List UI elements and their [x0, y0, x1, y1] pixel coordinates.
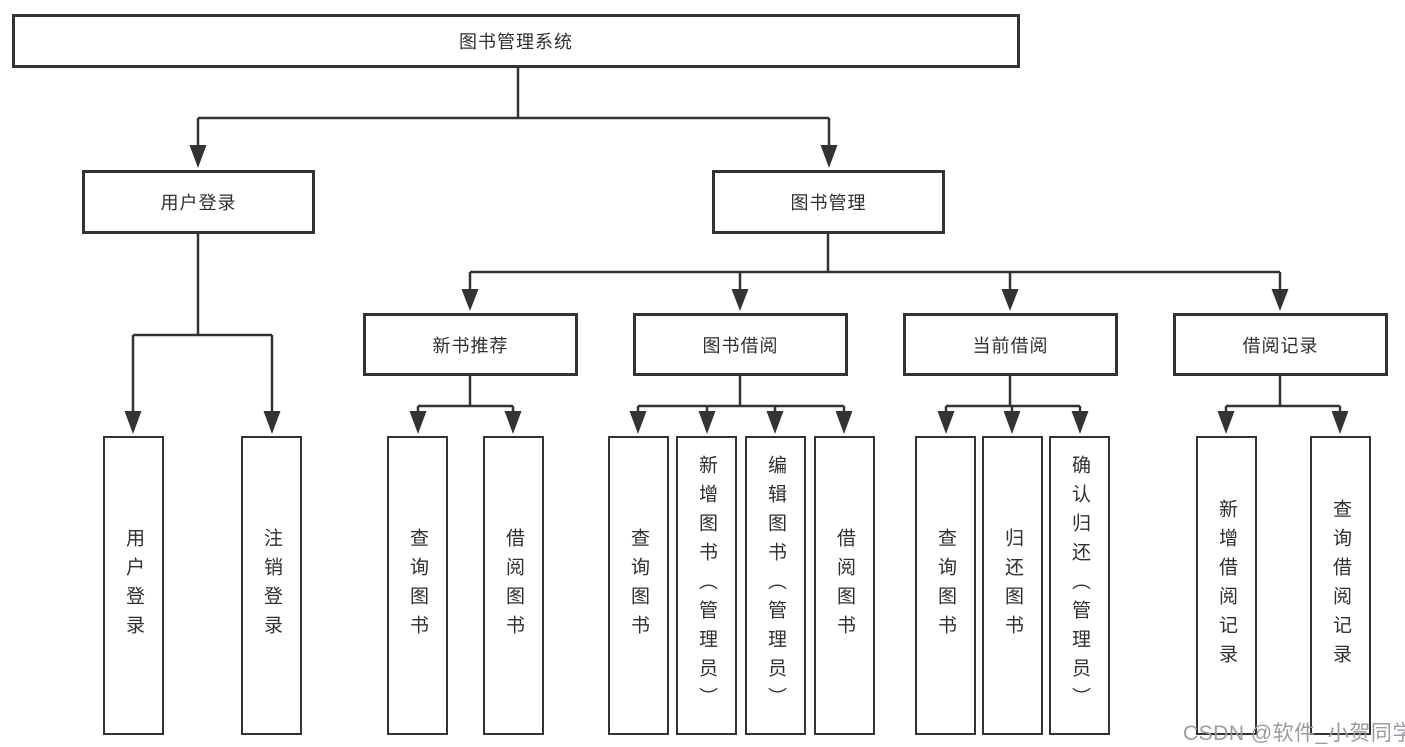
node-query-books-current: 查询图书	[915, 436, 976, 735]
node-current-borrow: 当前借阅	[903, 313, 1118, 376]
node-label: 新增图书（管理员）	[696, 455, 717, 716]
node-confirm-return-admin: 确认归还（管理员）	[1049, 436, 1110, 735]
connector-lines	[131, 68, 1342, 413]
node-user-login: 用户登录	[82, 170, 315, 234]
node-new-book-recommend: 新书推荐	[363, 313, 578, 376]
node-user-login-leaf: 用户登录	[103, 436, 164, 735]
node-label: 查询图书	[628, 527, 649, 644]
node-label: 查询图书	[407, 527, 428, 644]
node-label: 确认归还（管理员）	[1069, 455, 1090, 716]
node-logout: 注销登录	[241, 436, 302, 735]
node-label: 借阅图书	[503, 527, 524, 644]
node-label: 查询借阅记录	[1330, 498, 1351, 673]
node-label: 编辑图书（管理员）	[765, 455, 786, 716]
node-book-borrow: 图书借阅	[633, 313, 848, 376]
node-book-management: 图书管理	[712, 170, 945, 234]
arrowheads	[124, 145, 1349, 434]
node-borrow-books-leaf: 借阅图书	[814, 436, 875, 735]
node-label: 借阅图书	[834, 527, 855, 644]
node-borrow-records: 借阅记录	[1173, 313, 1388, 376]
node-label: 图书借阅	[702, 335, 779, 356]
node-label: 借阅记录	[1242, 335, 1319, 356]
csdn-watermark: CSDN @软件_小贺同学	[1183, 722, 1405, 745]
node-label: 用户登录	[123, 527, 144, 644]
node-library-management-system: 图书管理系统	[12, 14, 1020, 68]
node-return-book: 归还图书	[982, 436, 1043, 735]
node-label: 注销登录	[261, 527, 282, 644]
node-label: 图书管理	[790, 193, 867, 213]
node-label: 图书管理系统	[459, 32, 573, 52]
node-borrow-books-recommend: 借阅图书	[483, 436, 544, 735]
node-label: 查询图书	[935, 527, 956, 644]
node-add-book-admin: 新增图书（管理员）	[676, 436, 737, 735]
node-edit-book-admin: 编辑图书（管理员）	[745, 436, 806, 735]
node-label: 新增借阅记录	[1216, 498, 1237, 673]
node-label: 用户登录	[160, 193, 237, 213]
node-query-books-recommend: 查询图书	[387, 436, 448, 735]
node-query-books-borrow: 查询图书	[608, 436, 669, 735]
node-label: 新书推荐	[432, 335, 509, 356]
node-add-borrow-record: 新增借阅记录	[1196, 436, 1257, 735]
node-query-borrow-record: 查询借阅记录	[1310, 436, 1371, 735]
node-label: 当前借阅	[972, 335, 1049, 356]
node-label: 归还图书	[1002, 527, 1023, 644]
